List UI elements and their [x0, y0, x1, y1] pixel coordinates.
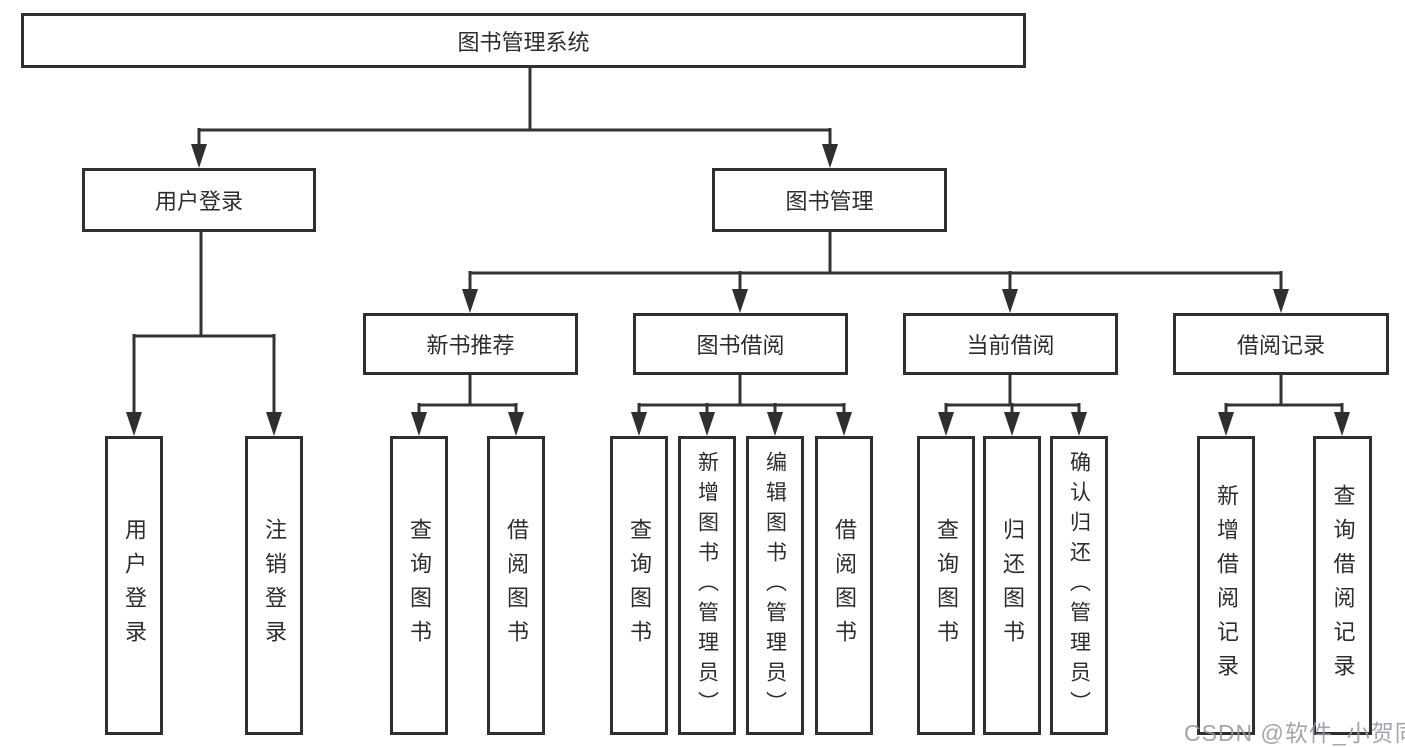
- node-new-book-recommend-label: 新书推荐: [426, 333, 515, 358]
- leaf-add-book-admin: 新增图书（管理员）: [678, 436, 736, 735]
- leaf-query-book-recommend: 查询图书: [390, 436, 448, 735]
- leaf-user-login: 用户登录: [105, 436, 163, 735]
- leaf-add-book-admin-label: 新增图书（管理员）: [695, 450, 719, 721]
- arrowheads: [126, 144, 1350, 436]
- leaf-add-borrow-record: 新增借阅记录: [1197, 436, 1255, 735]
- node-book-management-label: 图书管理: [785, 189, 874, 214]
- leaf-user-login-label: 用户登录: [122, 517, 147, 654]
- node-library-management-system: 图书管理系统: [21, 13, 1026, 68]
- node-new-book-recommend: 新书推荐: [363, 313, 578, 375]
- leaf-query-book-borrow: 查询图书: [610, 436, 668, 735]
- node-user-login-label: 用户登录: [154, 189, 243, 214]
- csdn-watermark: CSDN @软件_小贺同学: [1184, 720, 1405, 746]
- node-book-borrow-label: 图书借阅: [696, 333, 785, 358]
- leaf-borrow-book: 借阅图书: [815, 436, 873, 735]
- leaf-borrow-book-label: 借阅图书: [832, 517, 857, 654]
- leaf-return-book-label: 归还图书: [1000, 517, 1025, 654]
- leaf-query-book-borrow-label: 查询图书: [627, 517, 652, 654]
- leaf-return-book: 归还图书: [983, 436, 1041, 735]
- node-book-management: 图书管理: [712, 168, 947, 232]
- leaf-logout: 注销登录: [245, 436, 303, 735]
- leaf-borrow-book-recommend-label: 借阅图书: [504, 517, 529, 654]
- node-user-login: 用户登录: [82, 168, 316, 232]
- leaf-confirm-return-admin-label: 确认归还（管理员）: [1067, 450, 1091, 721]
- leaf-edit-book-admin-label: 编辑图书（管理员）: [763, 450, 787, 721]
- leaf-borrow-book-recommend: 借阅图书: [487, 436, 545, 735]
- leaf-query-borrow-record-label: 查询借阅记录: [1330, 483, 1356, 688]
- leaf-query-borrow-record: 查询借阅记录: [1313, 436, 1372, 735]
- leaf-query-book-current-label: 查询图书: [934, 517, 959, 654]
- leaf-add-borrow-record-label: 新增借阅记录: [1214, 483, 1239, 688]
- node-borrow-records: 借阅记录: [1173, 313, 1389, 375]
- leaf-edit-book-admin: 编辑图书（管理员）: [746, 436, 804, 735]
- node-current-borrow-label: 当前借阅: [966, 333, 1055, 358]
- node-book-borrow: 图书借阅: [633, 313, 848, 375]
- node-borrow-records-label: 借阅记录: [1236, 333, 1325, 358]
- node-current-borrow: 当前借阅: [903, 313, 1118, 375]
- leaf-query-book-current: 查询图书: [917, 436, 975, 735]
- leaf-query-book-recommend-label: 查询图书: [407, 517, 432, 654]
- leaf-logout-label: 注销登录: [262, 517, 287, 654]
- node-library-management-system-label: 图书管理系统: [457, 29, 590, 55]
- leaf-confirm-return-admin: 确认归还（管理员）: [1050, 436, 1108, 735]
